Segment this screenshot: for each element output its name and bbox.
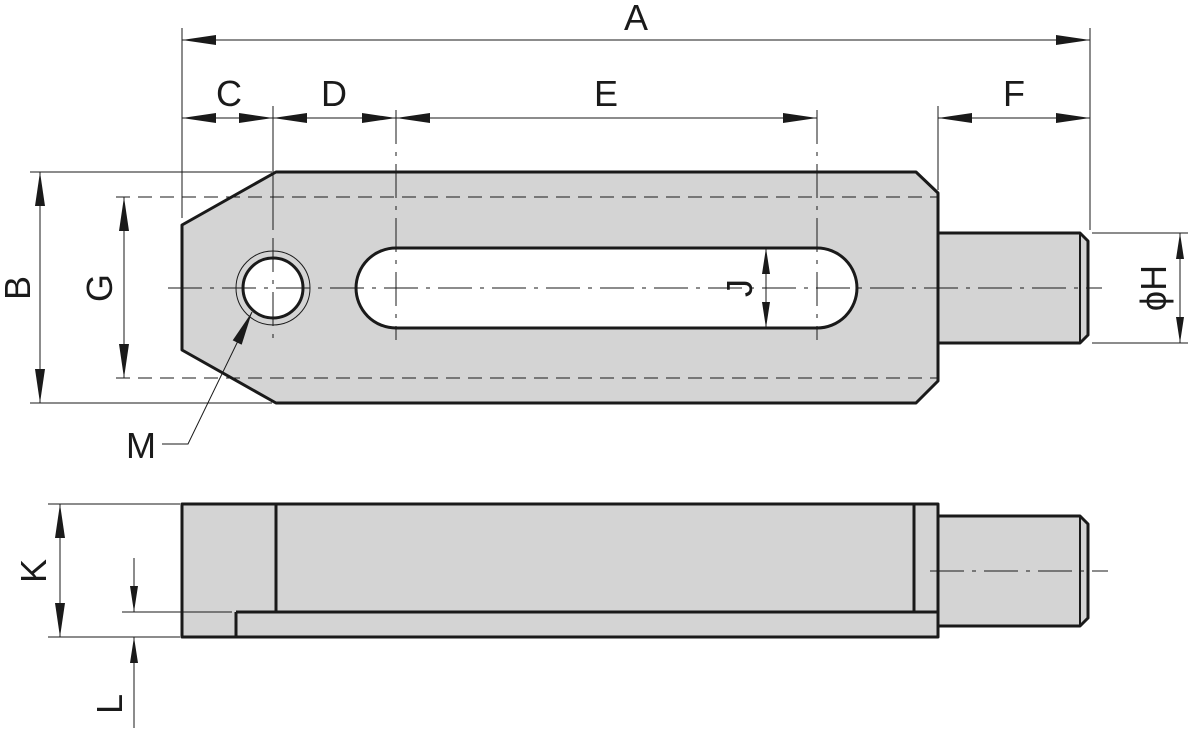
label-g: G [79,274,120,302]
label-b: B [0,276,38,300]
label-a: A [624,0,648,38]
label-l: L [89,694,130,714]
leader-m [162,311,253,445]
label-m: M [126,425,156,466]
label-k: K [13,559,54,583]
label-h: ϕH [1133,265,1174,311]
label-f: F [1003,73,1025,114]
side-view-clamp-body [180,502,940,639]
label-c: C [216,73,242,114]
side-view [180,502,1108,639]
side-view-dimensions: K L [13,503,232,728]
top-view [116,110,1102,405]
top-view-dimensions: A C D E F B G J ϕH M [0,0,1188,466]
label-d: D [321,73,347,114]
label-e: E [594,73,618,114]
label-j: J [719,279,760,297]
